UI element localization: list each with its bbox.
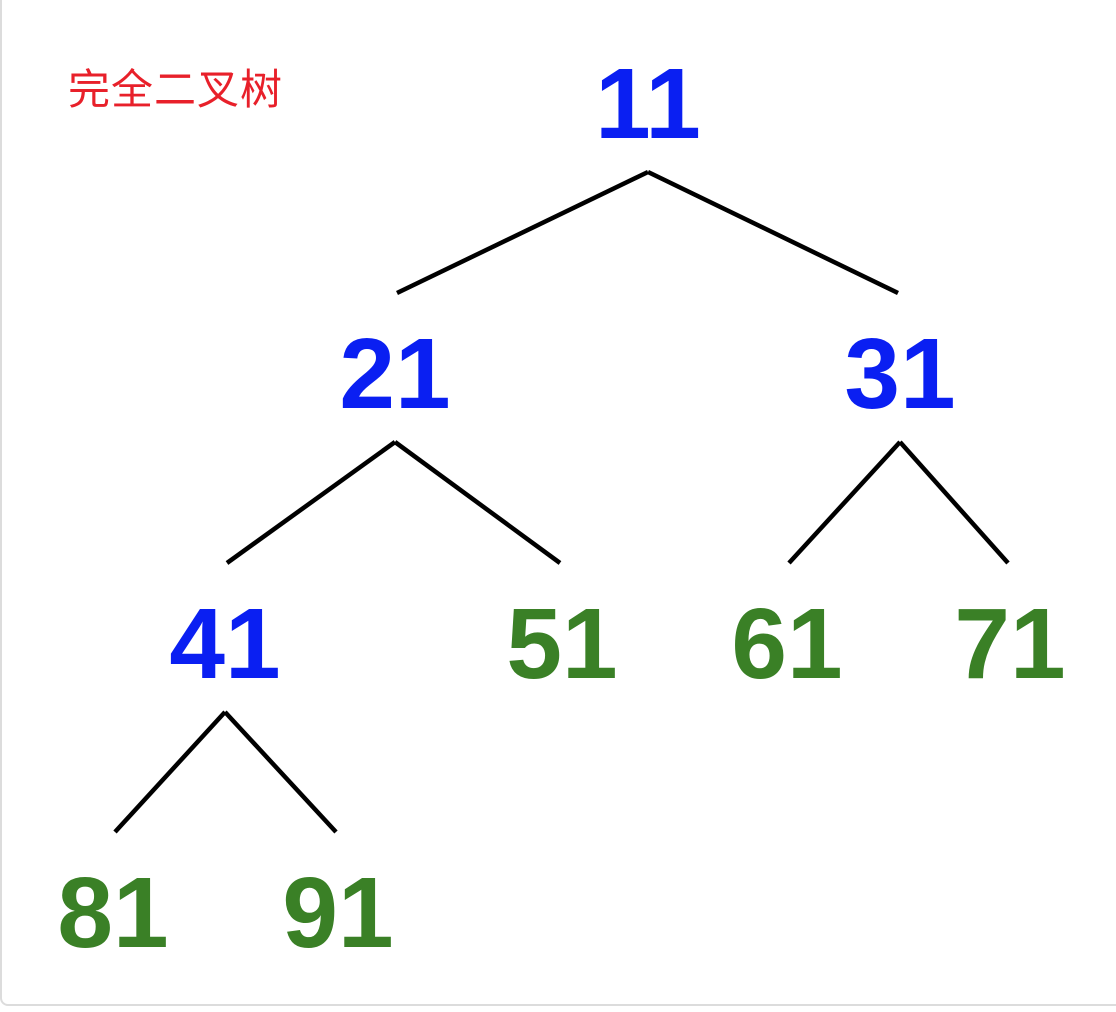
tree-node-51: 51	[506, 588, 617, 700]
edge-n31-n61	[787, 440, 902, 565]
tree-node-21: 21	[339, 318, 450, 430]
tree-node-71: 71	[954, 588, 1065, 700]
edge-n41-n91	[223, 710, 338, 834]
edge-n11-n21	[396, 169, 649, 296]
tree-node-91: 91	[282, 857, 393, 969]
tree-node-11: 11	[595, 48, 701, 160]
diagram-title: 完全二叉树	[68, 65, 284, 114]
edge-n41-n81	[113, 710, 227, 834]
tree-node-81: 81	[57, 857, 168, 969]
tree-node-41: 41	[169, 588, 280, 700]
edge-n31-n71	[898, 440, 1010, 565]
tree-node-31: 31	[844, 318, 955, 430]
tree-node-61: 61	[731, 588, 842, 700]
edge-n11-n31	[647, 169, 899, 296]
edge-n21-n41	[225, 440, 397, 565]
edge-n21-n51	[393, 440, 562, 565]
